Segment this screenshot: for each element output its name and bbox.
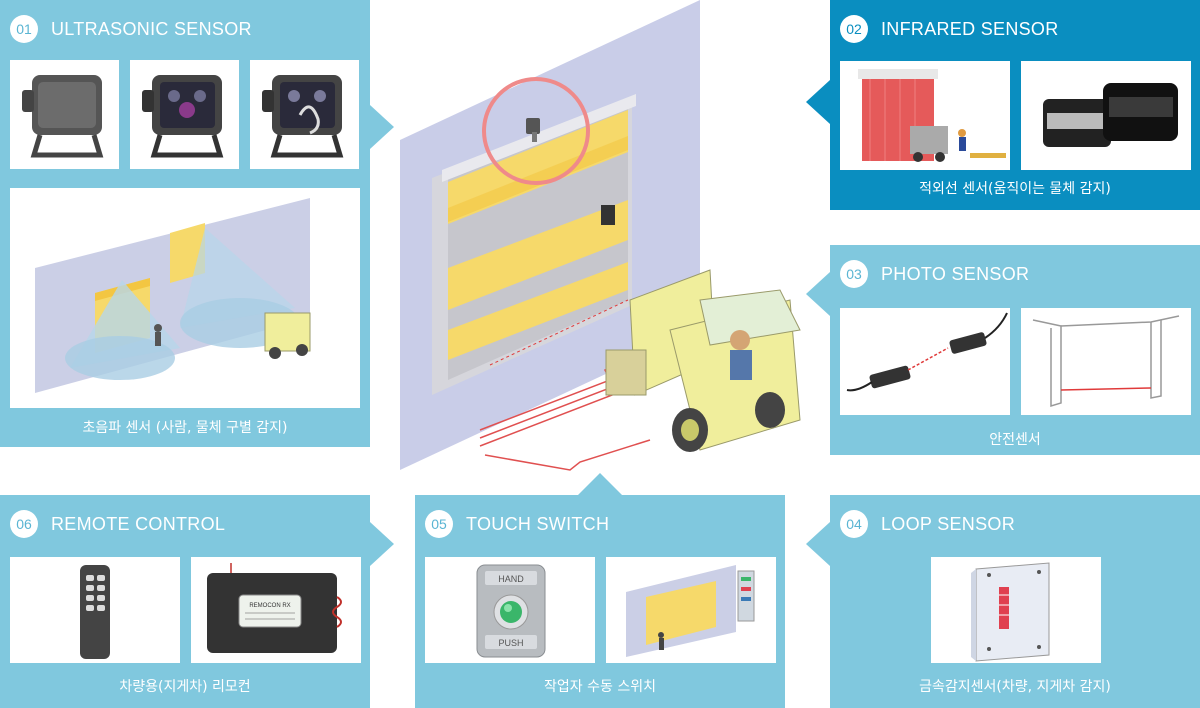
panel-number: 02 — [840, 15, 868, 43]
ultrasonic-photo-3 — [250, 60, 359, 169]
panel-title: ULTRASONIC SENSOR — [51, 18, 252, 39]
photo-sensor-photo — [840, 308, 1010, 415]
panel-title: REMOTE CONTROL — [51, 513, 226, 534]
panel-header: 05 TOUCH SWITCH — [425, 509, 609, 539]
ultrasonic-scene-illustration — [35, 198, 311, 393]
arrow-left-02 — [806, 80, 830, 124]
loop-detector-icon — [971, 562, 1050, 662]
panel-caption: 초음파 센서 (사람, 물체 구별 감지) — [82, 420, 288, 436]
push-button-photo: HAND PUSH — [425, 557, 595, 663]
highlight-ring — [482, 77, 590, 185]
arrow-right-06 — [370, 522, 394, 566]
touch-switch-scene-photo — [606, 557, 776, 663]
panel-title: LOOP SENSOR — [881, 513, 1016, 534]
panel-number: 01 — [10, 15, 38, 43]
panel-infrared-sensor: 02 INFRARED SENSOR 적외선 센서(움직이는 물체 감지) — [830, 0, 1200, 210]
central-door-illustration — [400, 0, 801, 471]
push-button-top-label: HAND — [498, 574, 524, 584]
arrow-left-04 — [806, 522, 830, 566]
photo-sensor-door-illustration — [1032, 315, 1180, 408]
remote-receiver-icon: REMOCON RX — [207, 563, 342, 653]
ultrasonic-sensor-icon — [142, 75, 224, 158]
push-button-bottom-label: PUSH — [498, 638, 523, 648]
loop-sensor-photo — [931, 557, 1101, 663]
ultrasonic-sensor-on-door — [526, 118, 540, 142]
remote-control-icon — [80, 565, 110, 659]
ultrasonic-photo-2 — [130, 60, 239, 169]
panel-title: PHOTO SENSOR — [881, 263, 1030, 284]
infrared-scanner-photo — [1021, 61, 1191, 170]
infrared-door-illustration — [858, 69, 1006, 162]
panel-caption: 안전센서 — [989, 432, 1041, 448]
panel-header: 01 ULTRASONIC SENSOR — [10, 14, 252, 44]
panel-header: 06 REMOTE CONTROL — [10, 509, 225, 539]
panel-title: INFRARED SENSOR — [881, 18, 1059, 39]
panel-ultrasonic-sensor: 01 ULTRASONIC SENSOR — [0, 0, 370, 447]
panel-caption: 금속감지센서(차량, 지게차 감지) — [919, 679, 1111, 695]
push-button-icon: HAND PUSH — [476, 564, 546, 658]
panel-touch-switch: 05 TOUCH SWITCH HAND PUSH 작업자 수동 스위치 — [415, 495, 785, 708]
photo-sensor-door-photo — [1021, 308, 1191, 415]
panel-remote-control: 06 REMOTE CONTROL REMOCON RX 차량용(지게차) 리모… — [0, 495, 370, 708]
infrared-door-photo — [840, 61, 1010, 170]
arrow-up-05 — [578, 473, 622, 495]
panel-number: 04 — [840, 510, 868, 538]
arrow-left-03 — [806, 272, 830, 316]
control-box — [601, 205, 615, 225]
photo-sensor-icon — [846, 312, 1008, 392]
panel-header: 04 LOOP SENSOR — [840, 509, 1015, 539]
ultrasonic-sensor-icon — [22, 75, 104, 158]
remote-receiver-photo: REMOCON RX — [191, 557, 361, 663]
panel-title: TOUCH SWITCH — [466, 513, 610, 534]
remote-control-photo — [10, 557, 180, 663]
panel-caption: 적외선 센서(움직이는 물체 감지) — [919, 181, 1111, 197]
ultrasonic-sensor-icon — [262, 75, 344, 158]
door-stripe-4 — [448, 262, 628, 360]
panel-number: 06 — [10, 510, 38, 538]
ultrasonic-photo-1 — [10, 60, 119, 169]
panel-number: 03 — [840, 260, 868, 288]
arrow-right-01 — [370, 105, 394, 149]
panel-caption: 작업자 수동 스위치 — [544, 679, 656, 695]
panel-header: 03 PHOTO SENSOR — [840, 259, 1029, 289]
infrared-scanner-icon — [1043, 83, 1178, 147]
panel-loop-sensor: 04 LOOP SENSOR 금속감지센서(차량, 지게차 감지) — [830, 495, 1200, 708]
panel-header: 02 INFRARED SENSOR — [840, 14, 1059, 44]
panel-caption: 차량용(지게차) 리모컨 — [119, 679, 251, 695]
touch-switch-scene-illustration — [626, 565, 755, 657]
panel-photo-sensor: 03 PHOTO SENSOR 안전센서 — [830, 245, 1200, 455]
door-stripe-3 — [448, 200, 628, 310]
receiver-label: REMOCON RX — [249, 603, 290, 609]
panel-number: 05 — [425, 510, 453, 538]
forklift — [605, 269, 801, 452]
ultrasonic-scene — [10, 188, 360, 408]
